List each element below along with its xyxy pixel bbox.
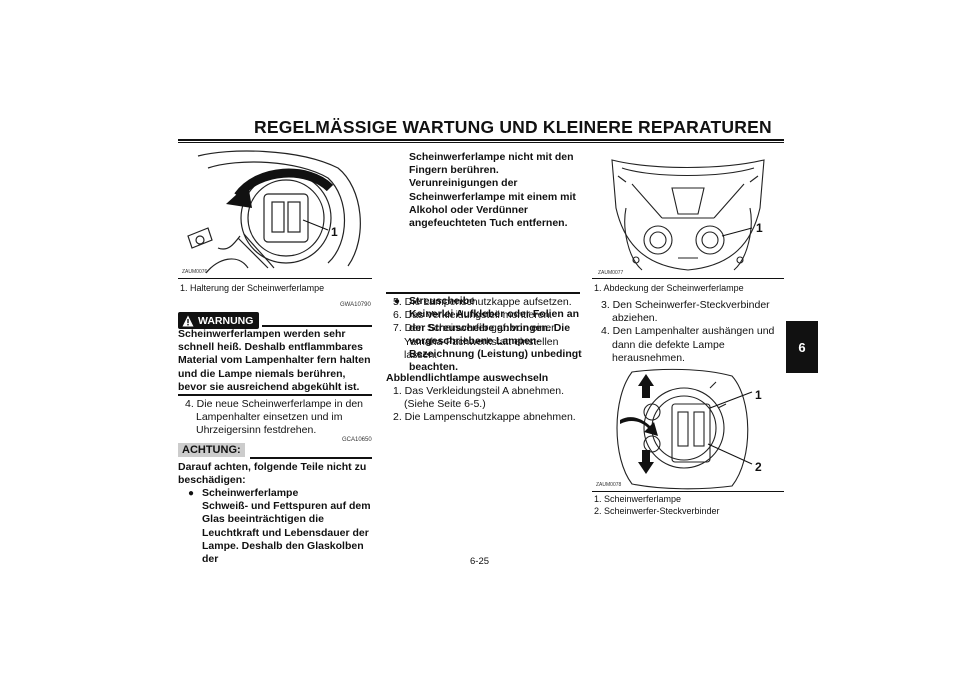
figure3-callout-2: 2 (755, 460, 762, 474)
caution-code: GCA10650 (342, 437, 372, 443)
page-number: 6-25 (470, 556, 490, 567)
figure-bulb-holder: ZAUM0076 1 (182, 150, 361, 275)
warning-label: WARNUNG (198, 314, 254, 327)
caution-rule-top (250, 457, 372, 459)
figure2-rule (592, 278, 784, 279)
bullet-dot-icon: ● (394, 296, 401, 308)
figure2-callout: 1 (756, 221, 763, 235)
caution-intro: Darauf achten, folgende Teile nicht zu b… (178, 461, 367, 487)
bullet2-text: Keinerlei Aufkleber oder Folien an der S… (409, 308, 582, 374)
step-3-right: 3. Den Scheinwerfer-Steckverbinder abzie… (601, 299, 770, 325)
page-title: REGELMÄSSIGE WARTUNG UND KLEINERE REPARA… (254, 117, 772, 137)
figure1-rule (178, 278, 372, 279)
low-beam-step-1: 1. Das Verkleidungsteil A abnehmen. (Sie… (393, 385, 565, 411)
warning-badge: WARNUNG (178, 312, 260, 329)
figure3-callout-1: 1 (755, 388, 762, 402)
figure3-caption-2: 2. Scheinwerfer-Steckverbinder (594, 506, 720, 516)
low-beam-steps: 1. Das Verkleidungsteil A abnehmen. (Sie… (386, 385, 582, 425)
header-rule (178, 139, 784, 141)
caution-rule-bottom (386, 292, 580, 294)
caution-label: ACHTUNG: (178, 443, 245, 457)
step-5: 5. Die Lampenschutzkappe aufsetzen. (393, 296, 572, 308)
low-beam-heading: Abblendlichtlampe auswechseln (386, 372, 549, 384)
warning-rule-bottom (178, 394, 372, 396)
steps-right: 3. Den Scheinwerfer-Steckverbinder abzie… (592, 299, 786, 365)
bullet-dot-icon: ● (188, 488, 195, 499)
header-rule-thin (178, 142, 784, 143)
warning-label-row: WARNUNG (178, 312, 372, 332)
bullet1-text-right: Scheinwerferlampe nicht mit den Fingern … (409, 151, 576, 230)
figure-headlight-assembly: ZAUM0077 1 (598, 159, 765, 276)
warning-rule-top (262, 325, 372, 327)
figure1-callout: 1 (331, 225, 338, 239)
step-4-right: 4. Den Lampenhalter aushängen und dann d… (601, 325, 775, 364)
figure3-caption-1: 1. Scheinwerferlampe (594, 494, 682, 504)
figure2-code: ZAUM0077 (598, 270, 624, 276)
bullet2-title: Streuscheibe (409, 295, 475, 308)
caution-bullet-2: ● Streuscheibe Keinerlei Aufkleber oder … (386, 295, 582, 374)
chapter-tab: 6 (786, 321, 818, 373)
figure2-caption: 1. Abdeckung der Scheinwerferlampe (594, 283, 744, 293)
caution-bullet-1: ● Scheinwerferlampe Schweiß- und Fettspu… (178, 487, 374, 566)
figure3-code: ZAUM0078 (596, 482, 622, 488)
steps-middle: 5. Die Lampenschutzkappe aufsetzen. 6. D… (386, 296, 582, 362)
bullet1-text-left: Schweiß- und Fettspuren auf dem Glas bee… (202, 500, 371, 566)
warning-triangle-icon (182, 315, 194, 326)
figure1-code: ZAUM0076 (182, 269, 208, 275)
step-4-left: 4. Die neue Scheinwerferlampe in den Lam… (185, 398, 364, 437)
figure1-caption: 1. Halterung der Scheinwerferlampe (180, 283, 325, 293)
step-6: 6. Das Verkleidungsteil montieren. (393, 309, 553, 322)
warning-code: GWA10790 (340, 302, 371, 308)
bullet1-title: Scheinwerferlampe (202, 487, 299, 499)
figure-bulb-connector: ZAUM0078 1 2 (596, 368, 762, 490)
step-7: 7. Den Scheinwerfer ggf. von einer Yamah… (393, 322, 559, 361)
figure3-rule (592, 491, 784, 492)
low-beam-step-2: 2. Die Lampenschutzkappe abnehmen. (393, 411, 576, 424)
warning-text: Scheinwerferlampen werden sehr schnell h… (178, 328, 371, 393)
